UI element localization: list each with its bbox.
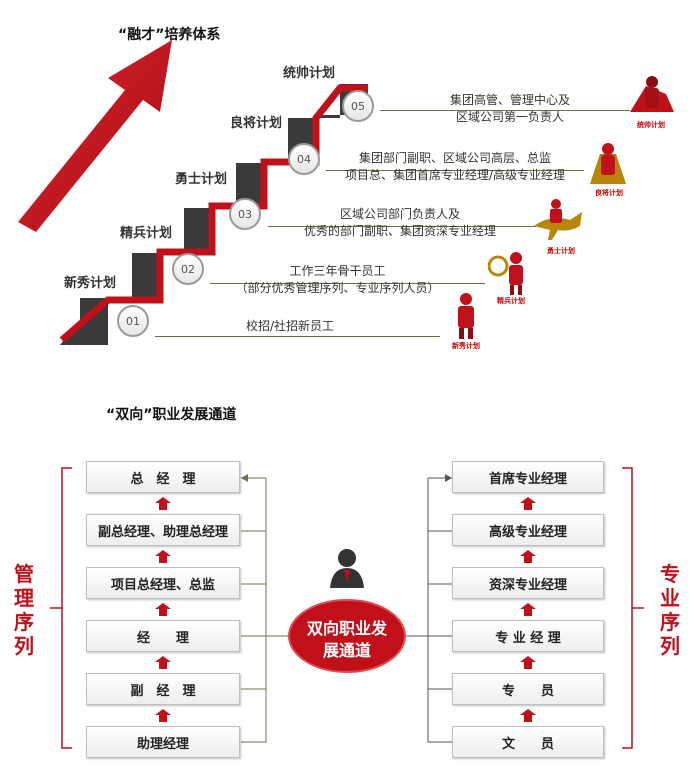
mgmt-box-manager: 经 理 bbox=[86, 620, 240, 652]
step-circle-5: 05 bbox=[342, 90, 374, 122]
management-track-label: 管理序列 bbox=[14, 562, 34, 658]
warrior-horse-figure-3-icon bbox=[534, 199, 582, 240]
plan-label-1: 新秀计划 bbox=[64, 276, 117, 291]
mgmt-box-deputy-gm: 副总经理、助理总经理 bbox=[86, 514, 240, 546]
leader-line-1 bbox=[155, 336, 440, 337]
plan-label-3: 勇士计划 bbox=[175, 172, 228, 187]
leader-line-5 bbox=[380, 110, 630, 111]
mgmt-box-deputy-manager: 副 经 理 bbox=[86, 673, 240, 705]
pro-box-chief: 首席专业经理 bbox=[452, 461, 604, 493]
step-circle-2: 02 bbox=[172, 253, 204, 285]
plan-label-2: 精兵计划 bbox=[120, 226, 173, 241]
section1-title: “融才”培养体系 bbox=[118, 27, 221, 43]
plan-label-5: 统帅计划 bbox=[283, 66, 336, 81]
pro-box-clerk: 文 员 bbox=[452, 726, 604, 758]
step-desc-2: 工作三年骨干员工 （部分优秀管理序列、专业序列人员） bbox=[235, 264, 440, 295]
step-circle-1: 01 bbox=[117, 305, 149, 337]
step-desc-4: 集团部门副职、区域公司高层、总监 项目总、集团首席专业经理/高级专业经理 bbox=[344, 151, 566, 182]
figure-caption-5: 统帅计划 bbox=[637, 121, 665, 129]
pro-box-manager: 专 业 经 理 bbox=[452, 620, 604, 652]
center-oval-label: 双向职业发 展通道 bbox=[306, 619, 387, 660]
warrior-figure-1-icon bbox=[458, 293, 474, 339]
pro-box-specialist: 专 员 bbox=[452, 673, 604, 705]
step-circle-3: 03 bbox=[229, 198, 261, 230]
mgmt-box-assistant-manager: 助理经理 bbox=[86, 726, 240, 758]
plan-label-4: 良将计划 bbox=[230, 116, 283, 131]
figure-caption-3: 勇士计划 bbox=[547, 247, 575, 255]
leader-line-2 bbox=[210, 283, 485, 284]
rising-arrow bbox=[18, 40, 172, 232]
warrior-figure-2-icon bbox=[488, 252, 523, 295]
step-circle-4: 04 bbox=[288, 143, 320, 175]
pro-box-veteran: 资深专业经理 bbox=[452, 567, 604, 599]
career-path-connectors bbox=[50, 467, 644, 749]
leader-line-4 bbox=[326, 170, 584, 171]
manager-person-icon bbox=[330, 549, 364, 588]
figure-caption-2: 精兵计划 bbox=[497, 297, 525, 305]
figure-caption-4: 良将计划 bbox=[595, 189, 623, 197]
mgmt-box-project-gm: 项目总经理、总监 bbox=[86, 567, 240, 599]
figure-caption-1: 新秀计划 bbox=[452, 342, 480, 350]
professional-track-label: 专业序列 bbox=[660, 562, 680, 658]
step-desc-1: 校招/社招新员工 bbox=[245, 319, 335, 333]
pro-box-senior: 高级专业经理 bbox=[452, 514, 604, 546]
step-desc-5: 集团高管、管理中心及 区域公司第一负责人 bbox=[449, 93, 570, 124]
leader-line-3 bbox=[268, 226, 536, 227]
section2-title: “双向”职业发展通道 bbox=[106, 407, 237, 423]
warrior-figure-5-icon bbox=[630, 76, 674, 112]
step-desc-3: 区域公司部门负责人及 优秀的部门副职、集团资深专业经理 bbox=[303, 207, 496, 238]
mgmt-box-general-manager: 总 经 理 bbox=[86, 461, 240, 493]
warrior-figure-4-icon bbox=[590, 143, 626, 184]
